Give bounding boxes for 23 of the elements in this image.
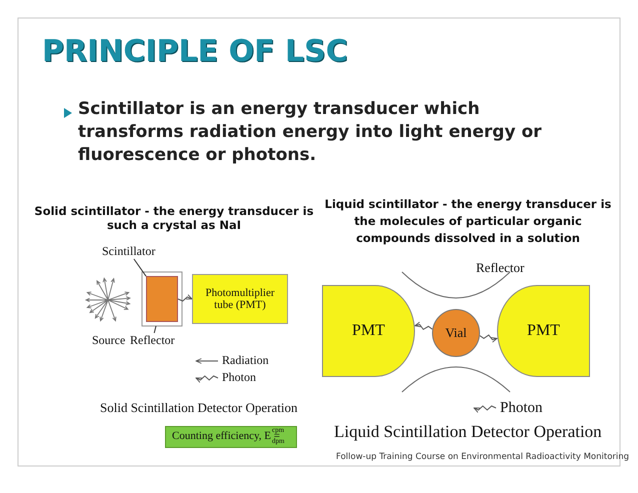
legend-label: Radiation [222, 353, 269, 368]
vial-circle: Vial [432, 309, 480, 357]
pmt-box: PMT [322, 285, 415, 377]
panel-heading: Liquid scintillator - the energy transducer is the molecules of particular organic compounds dissolved in a solution [324, 196, 612, 247]
diagram-label: Reflector [476, 260, 524, 276]
legend-label: Photon [222, 370, 256, 385]
diagram-label: Scintillator [102, 244, 156, 259]
photon-arrow [479, 334, 498, 343]
bullet-text: Scintillator is an energy transducer which transforms radiation energy into light energy or fluorescence or photons. [78, 98, 543, 167]
panel-heading: Solid scintillator - the energy transducer is such a crystal as NaI [34, 204, 314, 232]
leader-line [133, 258, 146, 277]
pmt-box: Photomultiplier tube (PMT) [192, 274, 288, 324]
slide-title: PRINCIPLE OF LSC [42, 34, 348, 69]
legend-label: Photon [500, 400, 543, 417]
figure-caption: Solid Scintillation Detector Operation [100, 400, 298, 416]
diagram-label: Source [92, 333, 126, 348]
pmt-box: PMT [497, 285, 590, 377]
footer-text: Follow-up Training Course on Environmental Radioactivity Monitoring [336, 452, 630, 462]
photon-arrow [178, 294, 192, 302]
diagram-label: Reflector [130, 333, 175, 348]
photon-arrow [414, 322, 433, 330]
leader-line [154, 326, 156, 334]
figure-caption: Liquid Scintillation Detector Operation [334, 422, 602, 442]
